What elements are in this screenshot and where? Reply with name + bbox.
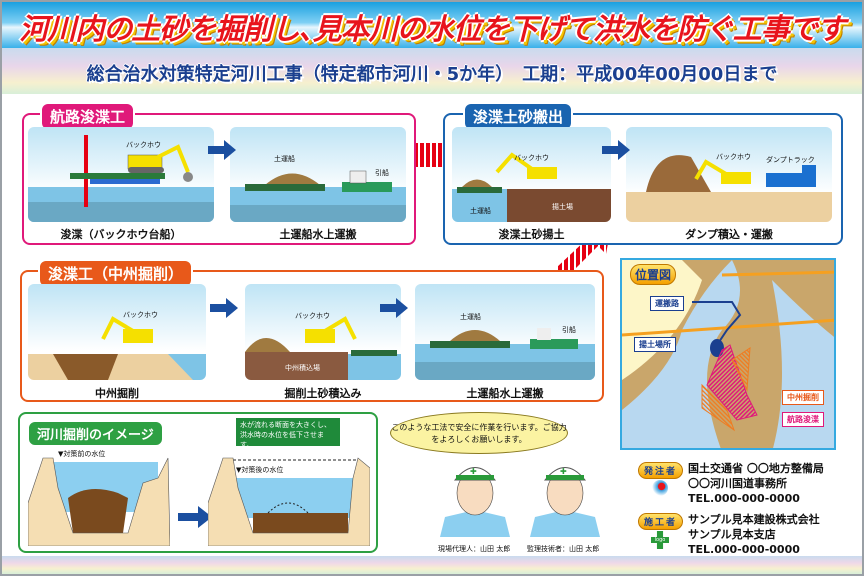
worker-name: 現場代理人：山田 太郎 — [438, 545, 511, 553]
orderer-info: 国土交通省 〇〇地方整備局〇〇河川国道事務所 TEL.000-000-0000 — [688, 461, 824, 506]
scene-caption: 中州掘削 — [95, 387, 139, 400]
step-arrow-icon — [178, 506, 212, 528]
step-arrow-icon — [602, 140, 630, 160]
map-title: 位置図 — [630, 264, 677, 285]
svg-text:ダンプトラック: ダンプトラック — [766, 155, 815, 164]
note-callout: 水が流れる断面を大きくし、洪水時の水位を低下させます。 — [236, 418, 340, 449]
svg-text:引船: 引船 — [375, 168, 389, 177]
svg-text:バックホウ: バックホウ — [126, 141, 161, 149]
before-cross-section: ▼対策前の水位 — [28, 449, 170, 546]
map-label-yard: 揚土場所 — [634, 337, 676, 352]
contractor-info: サンプル見本建設株式会社サンプル見本支店 TEL.000-000-0000 — [688, 512, 820, 557]
ministry-logo-icon — [652, 480, 668, 496]
orderer-name: 国土交通省 〇〇地方整備局 — [688, 462, 824, 475]
svg-text:▼対策後の水位: ▼対策後の水位 — [236, 465, 283, 474]
workers-illustration: ✚ ✚ — [440, 467, 600, 537]
scene-backhoe-barge: バックホウ — [28, 127, 214, 222]
scene-sandbar-dig: バックホウ — [28, 284, 206, 380]
map-label-sandbar: 中州掘削 — [782, 390, 824, 405]
header-band: 河川内の土砂を掘削し､見本川の水位を下げて洪水を防ぐ工事です — [2, 2, 862, 48]
contractor-name: サンプル見本建設株式会社 — [688, 513, 820, 526]
main-title: 河川内の土砂を掘削し､見本川の水位を下げて洪水を防ぐ工事です — [19, 12, 846, 46]
scene-loading-soil: バックホウ中州積込場 — [245, 284, 401, 380]
scene-barge-transport-2: 土運船引船 — [415, 284, 595, 380]
orderer-office: 〇〇河川国道事務所 — [688, 477, 787, 490]
worker-avatar: ✚ — [440, 467, 510, 537]
svg-text:土運船: 土運船 — [460, 312, 481, 321]
panel-title: 河川掘削のイメージ — [27, 420, 164, 447]
contractor-branch: サンプル見本支店 — [688, 528, 776, 541]
after-cross-section: ▼対策後の水位 — [208, 457, 370, 546]
svg-text:土運船: 土運船 — [470, 206, 491, 215]
speech-bubble: このような工法で安全に作業を行います。ご協力をよろしくお願いします。 — [390, 412, 568, 454]
svg-text:バックホウ: バックホウ — [514, 154, 549, 162]
svg-text:✚: ✚ — [470, 467, 477, 476]
location-map: 位置図 運搬路 揚土場所 中州掘削 航路浚渫 — [620, 258, 836, 450]
scene-caption: ダンプ積込・運搬 — [685, 228, 773, 241]
panel-title: 浚渫工（中州掘削） — [38, 259, 194, 288]
map-label-channel: 航路浚渫 — [782, 412, 824, 427]
subtitle: 総合治水対策特定河川工事（特定都市河川・5か年） 工期：平成00年00月00日ま… — [86, 64, 778, 85]
contractor-badge: 施工者 — [638, 513, 684, 530]
contractor-tel: TEL.000-000-0000 — [688, 543, 800, 556]
orderer-tel: TEL.000-000-0000 — [688, 492, 800, 505]
svg-text:引船: 引船 — [562, 325, 576, 334]
svg-text:✚: ✚ — [560, 467, 567, 476]
bottom-band — [2, 556, 862, 574]
svg-text:バックホウ: バックホウ — [295, 312, 330, 320]
scene-caption: 土運船水上運搬 — [279, 228, 357, 241]
worker-name: 監理技術者：山田 太郎 — [527, 545, 600, 553]
step-arrow-icon — [380, 298, 408, 318]
step-arrow-icon — [210, 298, 238, 318]
svg-text:▼対策前の水位: ▼対策前の水位 — [58, 449, 105, 458]
svg-text:中州積込場: 中州積込場 — [285, 363, 320, 372]
svg-text:バックホウ: バックホウ — [716, 153, 751, 161]
scene-unloading: バックホウ土運船 揚土場 — [452, 127, 611, 222]
scene-caption: 浚渫（バックホウ台船） — [60, 228, 182, 241]
orderer-badge: 発注者 — [638, 462, 684, 479]
subtitle-band: 総合治水対策特定河川工事（特定都市河川・5か年） 工期：平成00年00月00日ま… — [2, 48, 862, 94]
scene-barge-transport: 土運船引船 — [230, 127, 406, 222]
svg-text:揚土場: 揚土場 — [552, 202, 573, 211]
scene-caption: 浚渫土砂揚土 — [498, 228, 565, 241]
worker-avatar: ✚ — [530, 467, 600, 537]
step-arrow-icon — [208, 140, 236, 160]
scene-caption: 土運船水上運搬 — [466, 387, 544, 400]
map-label-road: 運搬路 — [650, 296, 684, 311]
svg-text:土運船: 土運船 — [274, 154, 295, 163]
scene-caption: 掘削土砂積込み — [284, 387, 362, 400]
scene-dump-loading: バックホウ ダンプトラック — [626, 127, 832, 222]
svg-text:バックホウ: バックホウ — [123, 311, 158, 319]
